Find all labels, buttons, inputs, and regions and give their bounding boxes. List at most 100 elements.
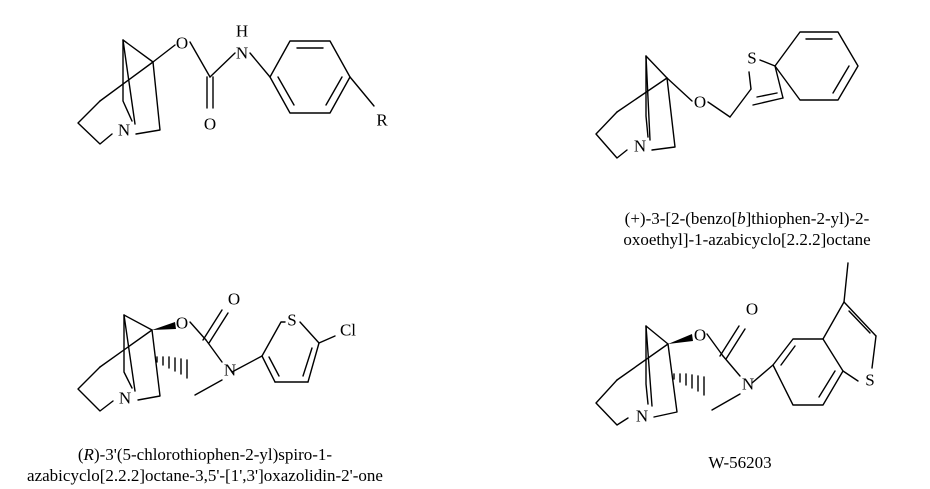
bond (645, 55, 668, 141)
bond (818, 370, 836, 398)
bond (595, 111, 628, 159)
oxygen-atom: O (176, 34, 188, 53)
oxygen-atom: O (204, 115, 216, 134)
bond (616, 77, 676, 151)
bond (249, 52, 271, 78)
benzene-ring (269, 40, 351, 114)
bond (843, 262, 849, 303)
bond (189, 321, 207, 341)
bond (759, 59, 776, 67)
caption-text: )-3'(5-chlorothiophen-2-yl)spiro-1- (93, 445, 333, 464)
benzene-ring (772, 338, 844, 406)
bond (822, 301, 845, 340)
caption-line: (+)-3-[2-(benzo[b]thiophen-2-yl)-2- (597, 208, 897, 229)
bond (123, 314, 133, 389)
oxygen-atom: O (694, 326, 706, 345)
caption-line: azabicyclo[2.2.2]octane-3,5'-[1',3']oxaz… (27, 466, 383, 485)
bond (666, 77, 693, 102)
bond (208, 312, 229, 344)
hashed-bond (156, 356, 188, 379)
bond (645, 55, 649, 138)
bond (261, 321, 286, 357)
caption-line: W-56203 (708, 453, 772, 472)
oxygen-atom: O (176, 314, 188, 333)
bond (189, 41, 211, 78)
bond (748, 71, 752, 90)
structure-benzothiophene-ether: N O S (595, 31, 859, 159)
bond (756, 92, 778, 98)
structure-w-56203: O O N N S (595, 262, 877, 426)
caption-italic: R (83, 445, 94, 464)
bond (722, 355, 741, 377)
bond (349, 76, 375, 107)
bond (725, 328, 746, 360)
bond (99, 329, 161, 401)
structure-chlorothiophene-spiro: O O N N S Cl (77, 290, 356, 412)
caption-italic: b (737, 209, 746, 228)
bond (231, 355, 263, 373)
bond (202, 309, 223, 341)
bond (325, 76, 343, 106)
nitrogen-atom: N (236, 44, 248, 63)
nitrogen-atom: N (742, 375, 754, 394)
bond (843, 301, 877, 337)
caption-line: (R)-3'(5-chlorothiophen-2-yl)spiro-1- (15, 444, 395, 465)
caption-text: ( (77, 445, 84, 464)
bond (645, 325, 649, 405)
bond (261, 355, 276, 383)
bond (302, 347, 313, 377)
bond (194, 379, 223, 396)
hashed-bond (673, 373, 705, 396)
bond (719, 325, 740, 357)
caption-text: (+)-3-[2-(benzo[ (624, 209, 738, 228)
bond (277, 76, 295, 106)
benzene-ring (774, 31, 859, 101)
structure-carbamate: N O O N H R (77, 22, 388, 145)
caption-chlorothiophene-spiro: (R)-3'(5-chlorothiophen-2-yl)spiro-1- az… (15, 444, 395, 486)
bond (751, 364, 774, 384)
bond (77, 100, 113, 145)
oxygen-atom: O (228, 290, 240, 309)
bond (77, 366, 114, 412)
bond (711, 393, 741, 411)
substituent-r: R (376, 111, 388, 130)
bond (122, 39, 133, 122)
bond (645, 325, 669, 407)
caption-text: ]thiophen-2-yl)-2- (745, 209, 870, 228)
chlorine-atom: Cl (340, 321, 356, 340)
bond (307, 342, 320, 383)
bond (595, 379, 629, 426)
bond (209, 52, 236, 78)
bond (205, 339, 223, 363)
oxygen-atom: O (746, 300, 758, 319)
bond (774, 65, 784, 99)
wedge-bond (152, 322, 176, 330)
nitrogen-atom: N (636, 407, 648, 426)
caption-w-56203: W-56203 (660, 452, 820, 473)
bond (780, 345, 796, 366)
sulfur-atom: S (865, 371, 874, 390)
bond (99, 61, 161, 135)
hydrogen-atom: H (236, 22, 248, 41)
nitrogen-atom: N (634, 137, 646, 156)
bond (616, 343, 678, 418)
bond (707, 101, 731, 118)
bond (299, 321, 320, 344)
caption-line: oxoethyl]-1-azabicyclo[2.2.2]octane (623, 230, 871, 249)
bond (871, 335, 877, 369)
sulfur-atom: S (747, 49, 756, 68)
bond (152, 44, 176, 63)
nitrogen-atom: N (119, 389, 131, 408)
bond (842, 370, 859, 382)
bond (729, 88, 752, 118)
oxygen-atom: O (694, 93, 706, 112)
caption-benzothiophene-ether: (+)-3-[2-(benzo[b]thiophen-2-yl)-2- oxoe… (597, 208, 897, 250)
wedge-bond (668, 334, 693, 344)
nitrogen-atom: N (224, 361, 236, 380)
bond (848, 310, 871, 334)
bond (706, 333, 724, 357)
sulfur-atom: S (287, 311, 296, 330)
bond (832, 65, 850, 94)
nitrogen-atom: N (118, 121, 130, 140)
